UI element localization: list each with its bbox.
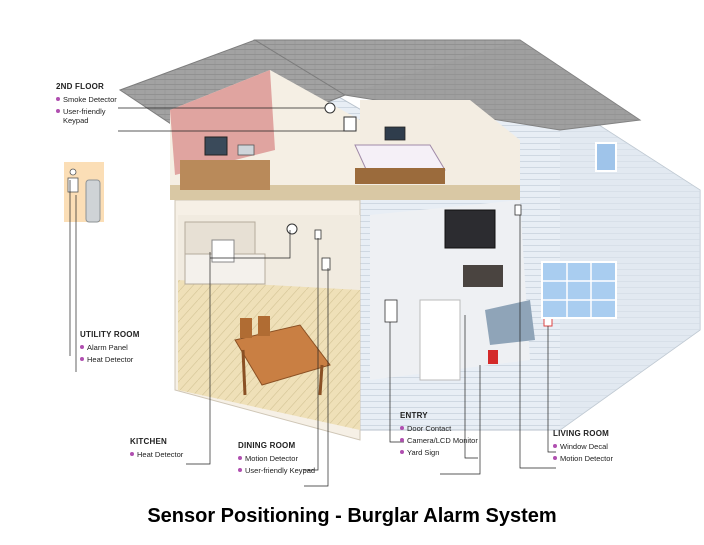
bullet-icon (56, 109, 60, 113)
legend-item: Camera/LCD Monitor (400, 436, 478, 445)
legend-item: Motion Detector (238, 454, 315, 463)
legend-item: Heat Detector (130, 450, 183, 459)
bullet-icon (553, 456, 557, 460)
group-title: UTILITY ROOM (80, 330, 140, 339)
label-group-living-room: LIVING ROOM Window Decal Motion Detector (553, 429, 613, 463)
bullet-icon (400, 426, 404, 430)
legend-item: User-friendly Keypad (238, 466, 315, 475)
label-group-kitchen: KITCHEN Heat Detector (130, 437, 183, 459)
bullet-icon (56, 97, 60, 101)
bullet-icon (238, 468, 242, 472)
legend-item: Window Decal (553, 442, 613, 451)
bullet-icon (238, 456, 242, 460)
legend-item: Yard Sign (400, 448, 478, 457)
label-group-2nd-floor: 2ND FLOOR Smoke Detector User-friendly K… (56, 82, 123, 125)
label-group-utility-room: UTILITY ROOM Alarm Panel Heat Detector (80, 330, 140, 364)
group-title: LIVING ROOM (553, 429, 609, 438)
second-floor-rooms (170, 70, 520, 200)
group-title: DINING ROOM (238, 441, 296, 450)
legend-item: Alarm Panel (80, 343, 140, 352)
legend-item: Motion Detector (553, 454, 613, 463)
legend-item: User-friendly Keypad (56, 107, 123, 125)
bullet-icon (400, 438, 404, 442)
windows (541, 142, 617, 319)
bullet-icon (130, 452, 134, 456)
bullet-icon (400, 450, 404, 454)
label-group-dining-room: DINING ROOM Motion Detector User-friendl… (238, 441, 315, 475)
utility-room-cutaway (64, 162, 104, 223)
group-title: 2ND FLOOR (56, 82, 105, 91)
group-title: ENTRY (400, 411, 428, 420)
leader-lines (69, 107, 556, 487)
legend-item: Door Contact (400, 424, 478, 433)
bullet-icon (80, 357, 84, 361)
label-group-entry: ENTRY Door Contact Camera/LCD Monitor Ya… (400, 411, 478, 457)
legend-item: Heat Detector (80, 355, 140, 364)
bullet-icon (553, 444, 557, 448)
first-floor-rooms (178, 215, 360, 430)
living-entry-rooms (370, 200, 553, 381)
group-title: KITCHEN (130, 437, 167, 446)
figure-caption: Sensor Positioning - Burglar Alarm Syste… (147, 505, 557, 527)
legend-item: Smoke Detector (56, 95, 123, 104)
bullet-icon (80, 345, 84, 349)
